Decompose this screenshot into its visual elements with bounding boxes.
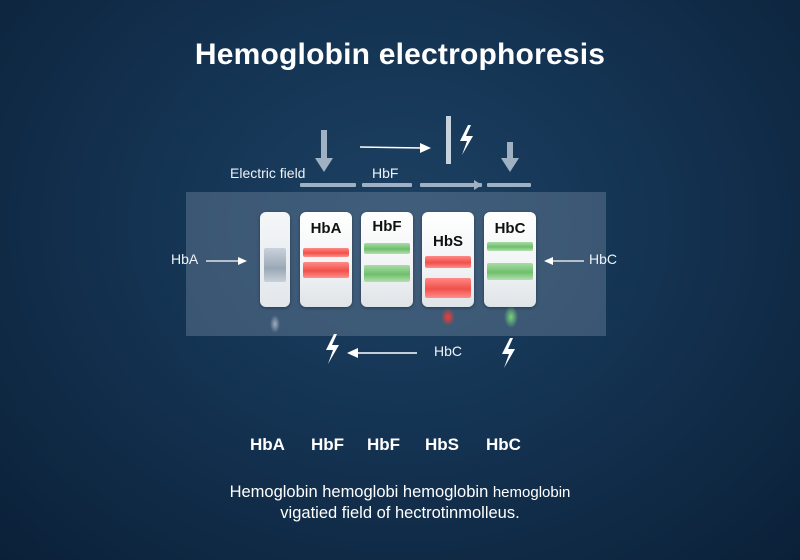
down-arrow-icon [315,130,333,172]
band-hbc-1 [487,242,533,251]
hba-side-label: HbA [171,251,199,267]
field-bar-3 [420,183,482,187]
footer-label-hbc: HbC [486,435,521,454]
spot-red [441,308,455,326]
left-arrow-icon [544,257,584,265]
field-bar-2 [362,183,412,187]
band-hba-1 [303,248,349,257]
band-hbc-2 [487,263,533,280]
band-hbf-2 [364,265,410,282]
band-hbf-1 [364,243,410,254]
caption-line-1-main: Hemoglobin hemoglobi hemoglobin [229,483,489,501]
field-bar-4 [487,183,531,187]
footer-label-hbf-1: HbF [311,435,345,454]
band-hba-2 [303,262,349,278]
left-arrow-icon [347,348,417,358]
gray-band [264,248,286,282]
caption: Hemoglobin hemoglobi hemoglobin hemoglob… [0,482,800,523]
electrode-bar [446,116,451,164]
well-sample-lane [260,212,290,307]
well-hba-label: HbA [310,220,342,237]
lightning-icon [502,338,515,368]
well-hbf: HbF [361,212,413,307]
band-hbs-2 [425,278,471,298]
lightning-icon [460,125,473,155]
footer-label-hbs: HbS [425,435,459,454]
bar-arrow-tip [474,180,482,190]
right-arrow-icon [359,143,431,153]
down-arrow-icon [501,142,519,172]
well-hbc-label: HbC [494,220,526,237]
electric-field-label: Electric field [230,165,306,181]
spot-gray [270,315,280,333]
caption-line-2: vigatied field of hectrotinmolleus. [280,504,520,522]
well-hbc: HbC [484,212,536,307]
right-arrow-icon [206,257,247,265]
caption-line-1-tail: hemoglobin [492,484,571,501]
spot-green [504,306,518,328]
well-hbf-label: HbF [372,218,402,235]
page-title: Hemoglobin electrophoresis [194,38,606,71]
lightning-icon [326,334,339,364]
field-bar-1 [300,183,356,187]
band-hbs-1 [425,256,471,268]
well-hbs-label: HbS [433,233,463,250]
hbc-side-label: HbC [589,251,618,267]
hbf-top-label: HbF [372,165,399,181]
well-hbs: HbS [422,212,474,307]
footer-label-hbf-2: HbF [367,435,401,454]
footer-label-hba: HbA [250,435,285,454]
well-hba: HbA [300,212,352,307]
caption-line-1: Hemoglobin hemoglobi hemoglobin hemoglob… [0,482,800,503]
hbc-bottom-label: HbC [434,343,463,359]
